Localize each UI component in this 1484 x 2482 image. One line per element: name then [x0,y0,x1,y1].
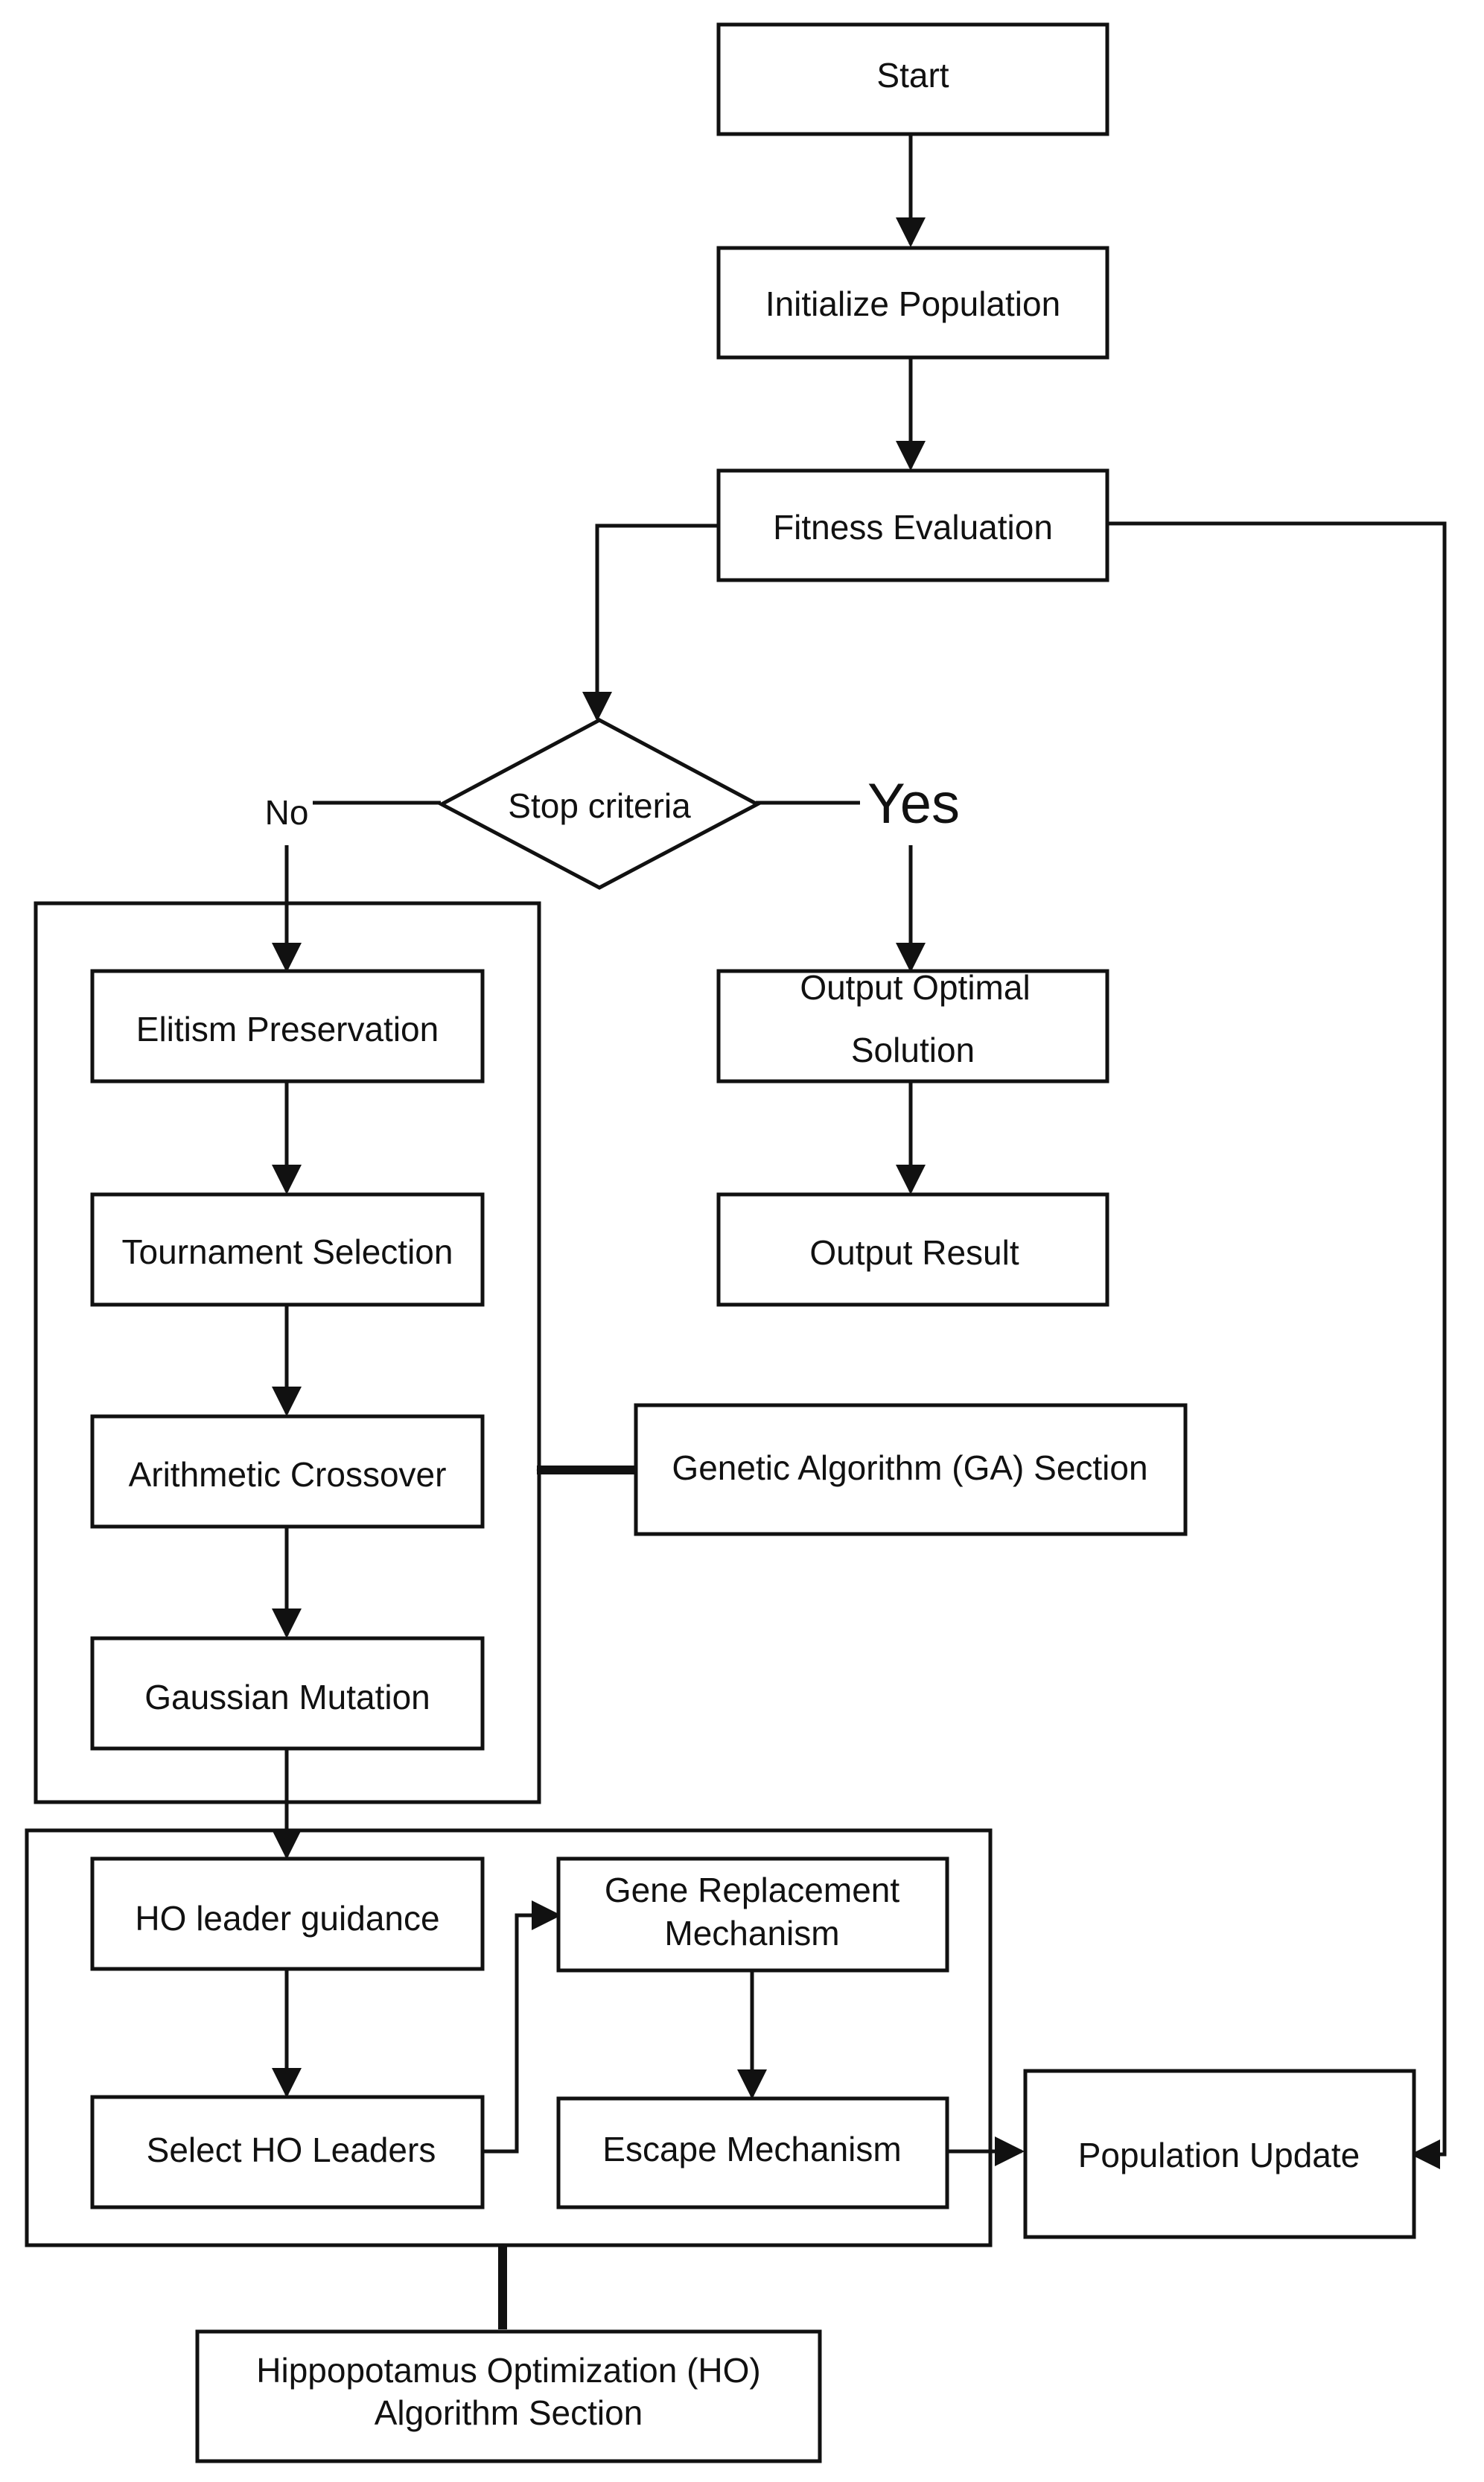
gene-replacement-mechanism-node: Gene Replacement Mechanism [556,1856,949,1973]
arithmetic-crossover-node: Arithmetic Crossover [90,1414,485,1529]
initialize-population-label: Initialize Population [765,284,1060,323]
start-node: Start [716,22,1109,136]
escape-mechanism-label: Escape Mechanism [602,2130,901,2168]
gene-replacement-label-line2: Mechanism [664,1914,839,1953]
gaussian-mutation-label: Gaussian Mutation [144,1678,430,1716]
output-result-node: Output Result [716,1192,1109,1307]
ho-section-label-line1: Hippopotamus Optimization (HO) [256,2351,760,2390]
no-label: No [265,793,309,832]
stop-criteria-decision: Stop criteria [437,718,762,890]
ho-leader-guidance-node: HO leader guidance [90,1856,485,1971]
connectors [272,134,1447,2329]
arrow-fitness-to-stop [582,524,719,722]
arithmetic-crossover-label: Arithmetic Crossover [129,1455,447,1494]
output-optimal-label-line1: Output Optimal [800,968,1030,1007]
population-update-node: Population Update [1023,2069,1416,2239]
output-optimal-solution-node: Output Optimal Solution [716,968,1109,1084]
ga-section-label: Genetic Algorithm (GA) Section [672,1448,1147,1487]
ho-leader-guidance-label: HO leader guidance [135,1899,439,1938]
line-fitness-to-population-update [1106,521,1447,2169]
arrow-select-leaders-to-gene-replacement [483,1900,561,2154]
fitness-evaluation-label: Fitness Evaluation [773,508,1053,547]
select-ho-leaders-label: Select HO Leaders [147,2131,436,2169]
population-update-label: Population Update [1078,2136,1360,2174]
ga-section-node: Genetic Algorithm (GA) Section [634,1403,1188,1536]
select-ho-leaders-node: Select HO Leaders [90,2095,485,2209]
gaussian-mutation-node: Gaussian Mutation [90,1636,485,1751]
fitness-evaluation-node: Fitness Evaluation [716,468,1109,582]
escape-mechanism-node: Escape Mechanism [556,2096,949,2209]
ho-section-label-line2: Algorithm Section [375,2393,643,2432]
yes-label: Yes [867,772,960,836]
initialize-population-node: Initialize Population [716,246,1109,360]
ho-section-node: Hippopotamus Optimization (HO) Algorithm… [195,2329,822,2463]
stop-criteria-label: Stop criteria [508,786,691,825]
gene-replacement-label-line1: Gene Replacement [605,1871,900,1909]
tournament-selection-node: Tournament Selection [90,1192,485,1307]
ho-group-frame [25,1828,993,2247]
elitism-preservation-node: Elitism Preservation [90,969,485,1084]
output-result-label: Output Result [809,1233,1019,1272]
output-optimal-label-line2: Solution [851,1031,975,1069]
tournament-selection-label: Tournament Selection [122,1232,453,1271]
start-label: Start [876,56,949,95]
elitism-preservation-label: Elitism Preservation [136,1010,439,1049]
